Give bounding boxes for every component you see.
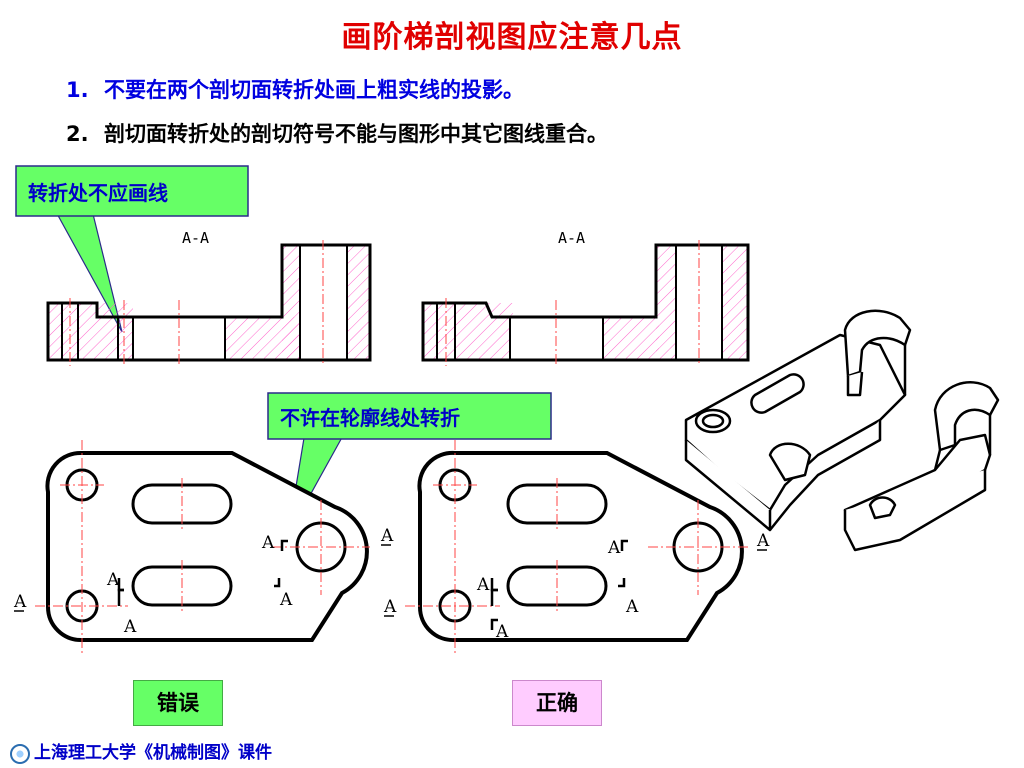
point-1: 1. 不要在两个剖切面转折处画上粗实线的投影。 (66, 74, 524, 104)
cut-letter-right-left: A (383, 597, 397, 617)
cut-letter-right-4: A (607, 538, 621, 558)
isometric-part-view (684, 309, 1000, 552)
callout-top-text: 转折处不应画线 (28, 181, 168, 205)
cut-letter-wrong-2: A (123, 617, 137, 637)
cut-letter-wrong-3: A (279, 590, 293, 610)
plan-view-wrong (14, 440, 391, 655)
wrong-label: 错误 (133, 680, 223, 726)
callout-middle-text: 不许在轮廓线处转折 (280, 406, 460, 430)
cut-letter-right-right: A (756, 531, 770, 551)
section-label-left: A-A (182, 229, 209, 247)
point-2-number: 2. (66, 122, 89, 146)
cut-letter-right-1: A (476, 575, 490, 595)
cut-letter-wrong-1: A (106, 570, 120, 590)
callout-top (15, 165, 249, 333)
correct-label: 正确 (512, 680, 602, 726)
university-logo-icon (10, 743, 30, 764)
cut-letter-right-2: A (495, 622, 509, 642)
point-2: 2. 剖切面转折处的剖切符号不能与图形中其它图线重合。 (66, 118, 608, 148)
point-1-text: 不要在两个剖切面转折处画上粗实线的投影。 (104, 77, 524, 102)
cut-letter-wrong-left: A (13, 592, 27, 612)
point-2-text: 剖切面转折处的剖切符号不能与图形中其它图线重合。 (104, 121, 608, 146)
cut-letter-wrong-4: A (261, 533, 275, 553)
section-view-wrong (46, 240, 372, 366)
section-label-right: A-A (558, 229, 585, 247)
cut-letter-wrong-right: A (380, 526, 394, 546)
slide-title: 画阶梯剖视图应注意几点 (341, 20, 683, 55)
plan-view-correct (384, 440, 767, 655)
point-1-number: 1. (66, 78, 89, 102)
cut-letter-right-3: A (625, 597, 639, 617)
footer-text: 上海理工大学《机械制图》课件 (34, 743, 272, 763)
section-view-correct (421, 240, 750, 366)
footer: 上海理工大学《机械制图》课件 (10, 738, 272, 764)
